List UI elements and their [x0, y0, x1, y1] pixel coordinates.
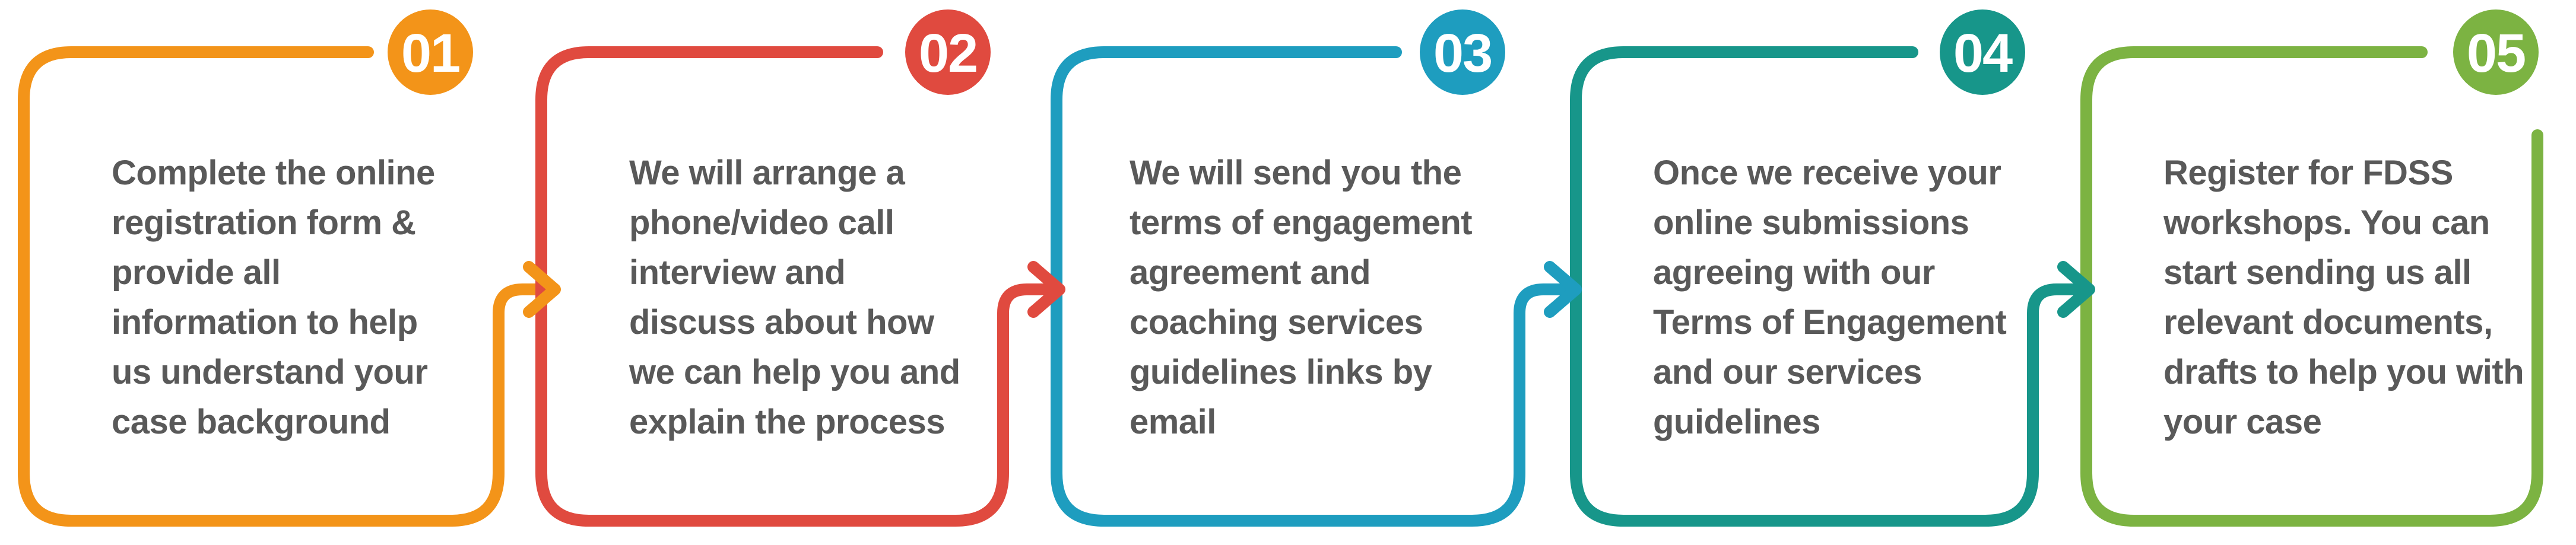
step-1-description: Complete the online registration form & …: [112, 148, 444, 447]
arrow-right-icon: [2057, 261, 2095, 318]
text-line: We will arrange a: [629, 154, 905, 192]
text-line: phone/video call: [629, 203, 894, 242]
step-3-description: We will send you the terms of engagement…: [1130, 148, 1473, 447]
text-line: agreeing with our: [1653, 253, 1935, 292]
badge-circle: [2453, 9, 2539, 95]
text-line: guidelines: [1653, 403, 1820, 441]
text-line: explain the process: [629, 403, 946, 441]
text-line: discuss about how: [629, 303, 934, 342]
text-line: start sending us all: [2163, 253, 2472, 292]
step-3-frame: [1051, 46, 1567, 527]
step-2-frame: [535, 46, 1051, 527]
step-5-frame: [2080, 46, 2543, 527]
arrow-right-icon: [1027, 261, 1065, 318]
text-line: email: [1130, 403, 1216, 441]
text-line: workshops. You can: [2163, 203, 2490, 242]
badge-circle: [905, 9, 991, 95]
text-line: We will send you the: [1130, 154, 1462, 192]
text-line: we can help you and: [629, 353, 960, 391]
text-line: terms of engagement: [1130, 203, 1473, 242]
step-5-description: Register for FDSS workshops. You can sta…: [2163, 148, 2524, 447]
text-line: drafts to help you with: [2163, 353, 2524, 391]
step-2-description: We will arrange a phone/video call inter…: [629, 148, 962, 447]
text-line: relevant documents,: [2163, 303, 2493, 342]
step-3-badge: 03: [1420, 9, 1505, 95]
step-2-badge: 02: [905, 9, 991, 95]
text-line: your case: [2163, 403, 2322, 441]
step-5-badge: 05: [2453, 9, 2539, 95]
step-number: 05: [2467, 23, 2525, 84]
text-line: information to help: [112, 303, 418, 342]
text-line: online submissions: [1653, 203, 1969, 242]
arrow-right-icon: [1544, 261, 1582, 318]
arrow-right-icon: [523, 261, 561, 318]
text-line: agreement and: [1130, 253, 1371, 292]
text-line: us understand your: [112, 353, 428, 391]
step-number: 02: [919, 23, 977, 84]
step-4-description: Once we receive your online submissions …: [1653, 148, 2007, 447]
text-line: guidelines links by: [1130, 353, 1432, 391]
text-line: and our services: [1653, 353, 1923, 391]
text-line: Complete the online: [112, 154, 435, 192]
step-number: 03: [1433, 23, 1492, 84]
text-line: provide all: [112, 253, 281, 292]
step-1-badge: 01: [388, 9, 473, 95]
text-line: Once we receive your: [1653, 154, 2001, 192]
text-line: coaching services: [1130, 303, 1423, 342]
badge-circle: [388, 9, 473, 95]
text-line: case background: [112, 403, 391, 441]
step-4-badge: 04: [1940, 9, 2025, 95]
step-number: 01: [401, 23, 459, 84]
step-4-frame: [1570, 46, 2080, 527]
badge-circle: [1420, 9, 1505, 95]
text-line: interview and: [629, 253, 846, 292]
badge-circle: [1940, 9, 2025, 95]
text-line: Terms of Engagement: [1653, 303, 2007, 342]
step-1-frame: [18, 46, 546, 527]
step-number: 04: [1953, 23, 2013, 84]
text-line: registration form &: [112, 203, 416, 242]
text-line: Register for FDSS: [2163, 154, 2453, 192]
